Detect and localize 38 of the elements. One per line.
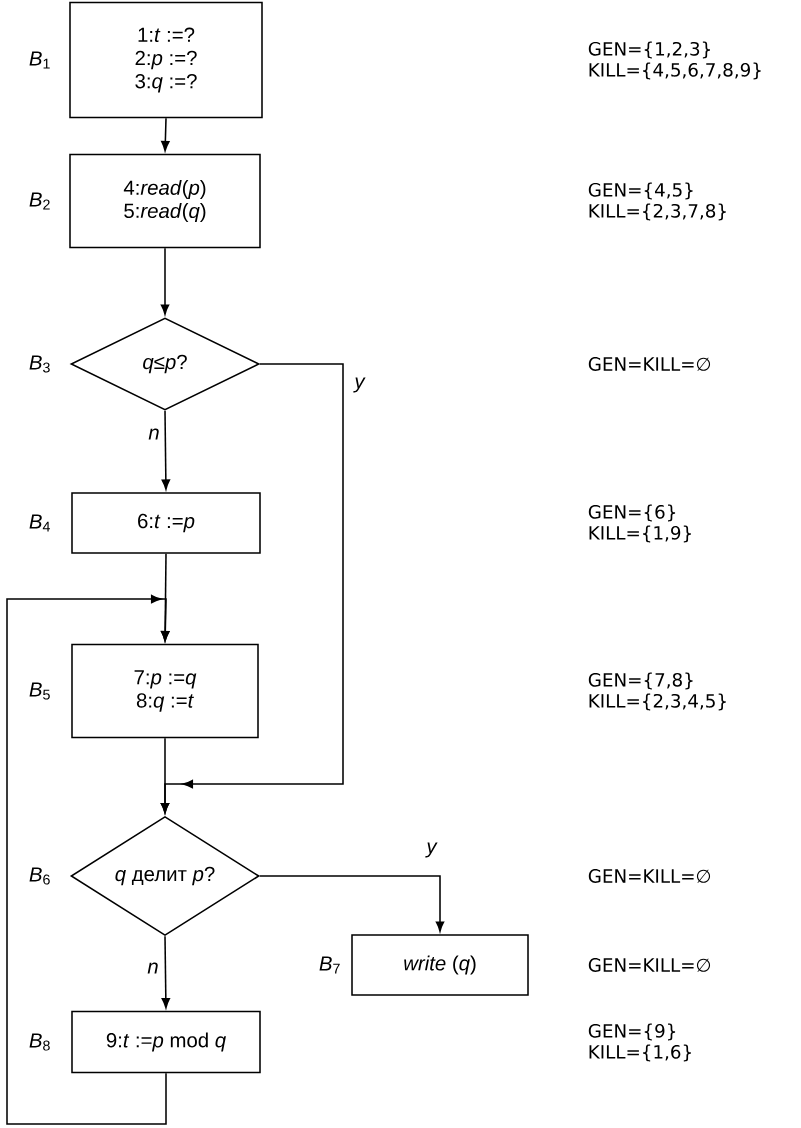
arrow — [160, 247, 170, 315]
gen-kill-set: KILL={1,6} — [589, 1044, 691, 1062]
block-label: B$_{6}$ — [29, 867, 50, 885]
edge-label: n — [147, 962, 158, 974]
gen-kill-set: KILL={1,9} — [589, 525, 691, 543]
process-box: 1:t :=? 2:p :=? 3:q :=? — [69, 1, 263, 119]
process-box: 9:t :=p mod q — [71, 1010, 261, 1074]
gen-kill-set: GEN=KILL=∅ — [588, 958, 711, 972]
block-label: B$_{2}$ — [29, 192, 50, 210]
block-label: B$_{8}$ — [29, 1033, 50, 1051]
edge-label: y — [425, 842, 438, 858]
gen-kill-set: GEN={1,2,3} — [588, 41, 710, 59]
block-label: B$_{4}$ — [29, 514, 50, 532]
arrow — [6, 594, 170, 1125]
arrow — [161, 410, 171, 490]
arrow — [161, 117, 170, 152]
gen-kill-set: GEN=KILL=∅ — [588, 357, 711, 371]
process-box: write (q) — [351, 934, 529, 996]
process-box: 7:p :=q 8:q :=t — [71, 643, 259, 739]
block-label: B$_{3}$ — [29, 355, 50, 373]
gen-kill-set: GEN={6} — [588, 504, 676, 522]
gen-kill-set: KILL={2,3,7,8} — [589, 203, 726, 221]
arrow — [160, 737, 170, 814]
gen-kill-set: GEN=KILL=∅ — [588, 869, 711, 883]
block-label: B$_{7}$ — [319, 956, 340, 974]
arrow — [259, 875, 445, 932]
gen-kill-set: KILL={4,5,6,7,8,9} — [589, 62, 761, 80]
gen-kill-set: GEN={4,5} — [588, 182, 693, 200]
block-label: B$_{5}$ — [29, 682, 50, 700]
block-label: B$_{1}$ — [29, 51, 50, 69]
gen-kill-set: KILL={2,3,4,5} — [589, 693, 726, 711]
process-box: 6:t :=p — [71, 492, 261, 554]
gen-kill-set: GEN={9} — [588, 1023, 676, 1041]
arrow — [161, 935, 171, 1009]
process-box: 4:read(p) 5:read(q) — [69, 153, 261, 249]
edge-label: y — [353, 377, 366, 393]
gen-kill-set: GEN={7,8} — [588, 672, 693, 690]
edge-label: n — [148, 428, 159, 440]
